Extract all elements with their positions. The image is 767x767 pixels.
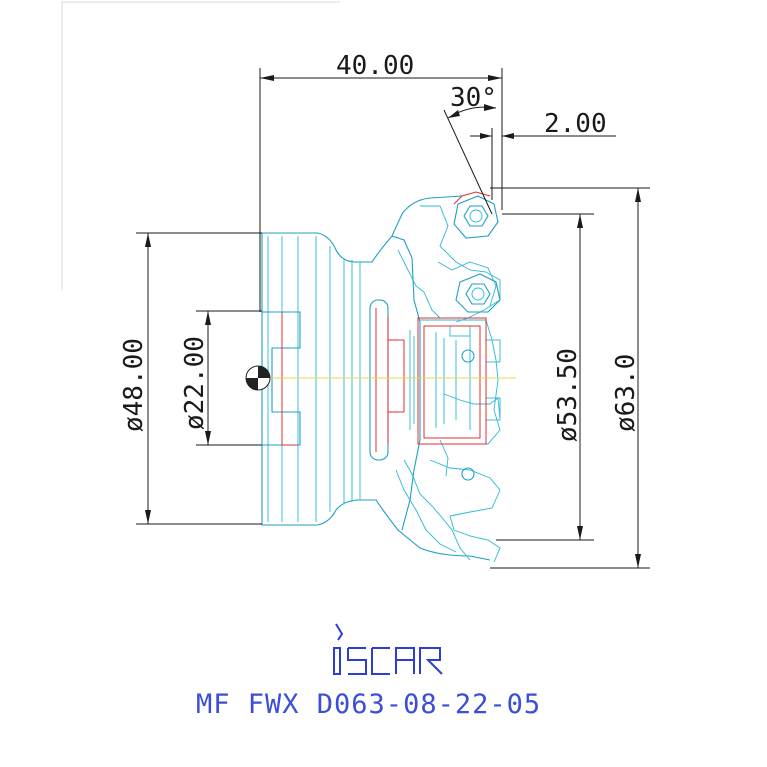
center-mark-icon — [245, 365, 271, 391]
dim-angle — [443, 104, 497, 215]
sheet-border — [61, 1, 340, 290]
insert-top — [453, 191, 499, 239]
dim-hub-diameter-label: ø48.00 — [119, 338, 149, 432]
dim-inner-cut-diameter — [496, 213, 594, 541]
dim-cutting-diameter-label: ø63.0 — [611, 354, 641, 432]
insert-second — [455, 273, 501, 313]
iscar-logo — [333, 623, 443, 675]
dim-bore-diameter — [196, 310, 262, 446]
dim-depth-label: 2.00 — [544, 109, 607, 139]
dim-bore-diameter-label: ø22.00 — [180, 336, 210, 430]
model-designation: MF FWX D063-08-22-05 — [196, 689, 541, 720]
dim-cutting-diameter — [490, 187, 650, 569]
dim-length-label: 40.00 — [336, 51, 414, 81]
dim-hub-diameter — [136, 232, 262, 525]
dim-inner-cut-diameter-label: ø53.50 — [553, 348, 583, 442]
dim-angle-label: 30° — [450, 83, 497, 113]
hidden-lines — [281, 308, 487, 452]
cutter-body — [261, 195, 501, 563]
